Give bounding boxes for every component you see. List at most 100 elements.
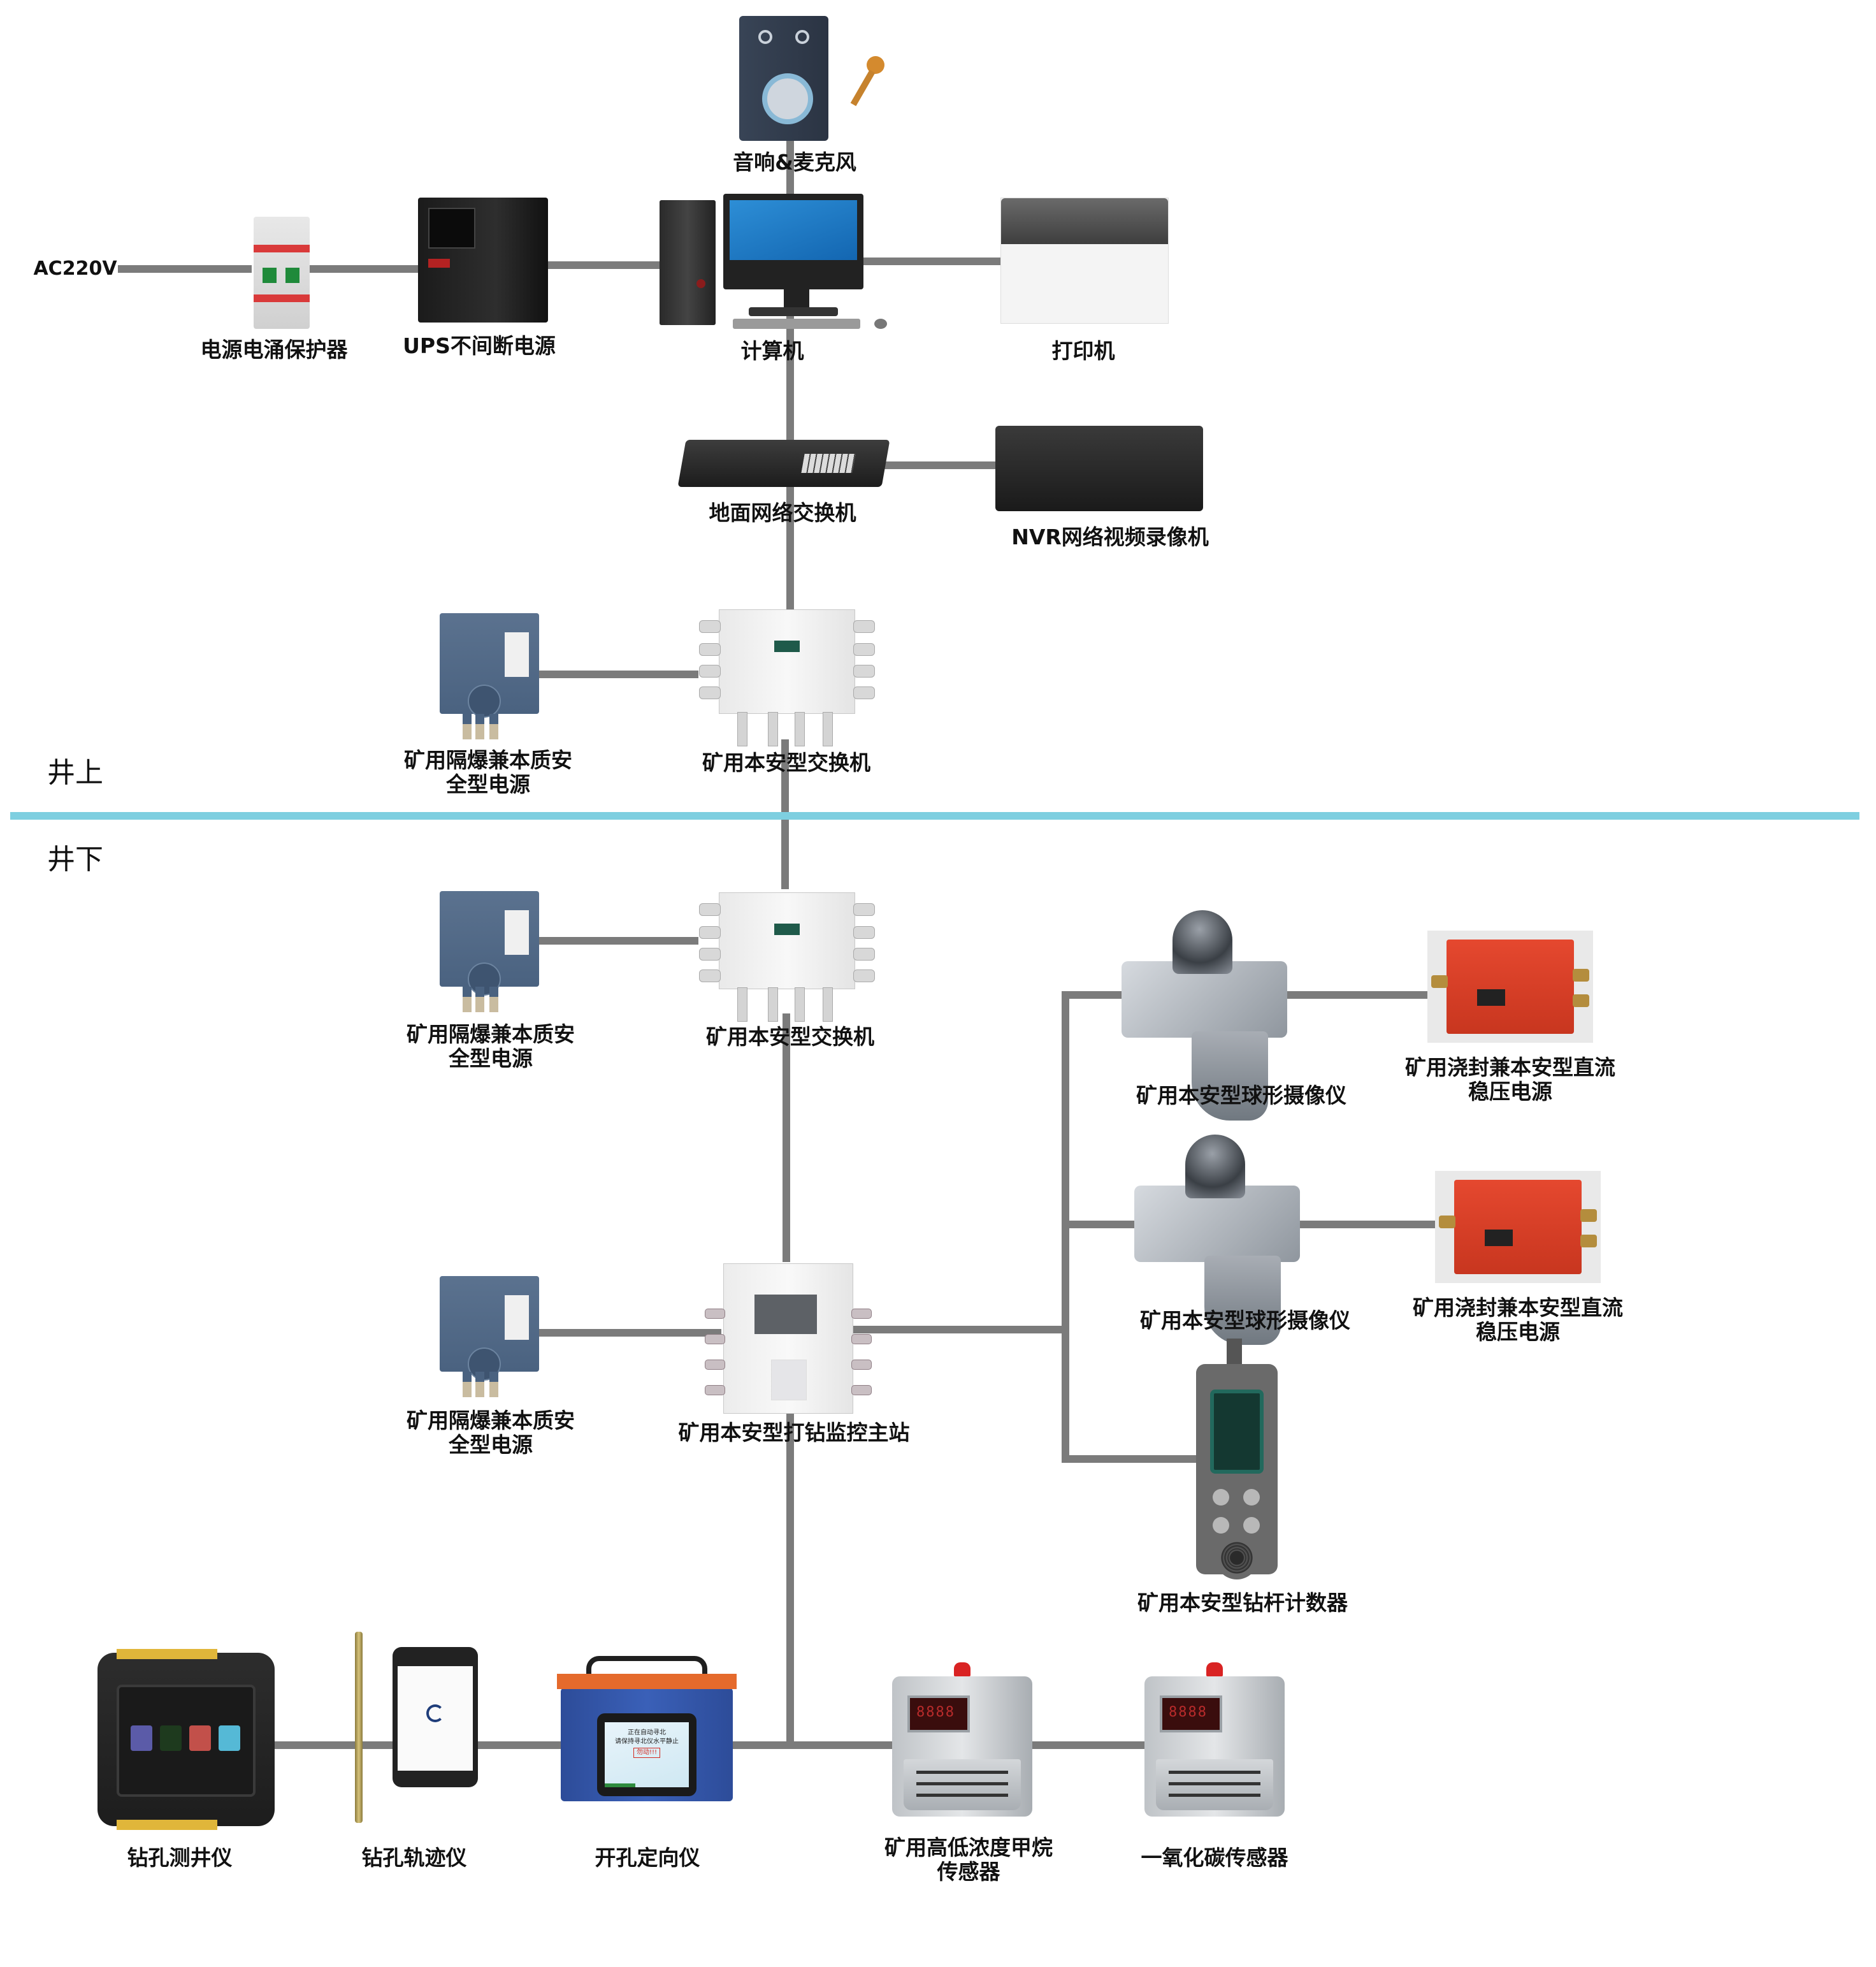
cable-gland	[463, 987, 472, 1012]
mine-psu-station[interactable]	[440, 1276, 539, 1397]
switch-pin	[768, 987, 778, 1022]
ground-network-switch[interactable]	[677, 440, 890, 487]
mine-psu-above[interactable]	[440, 613, 539, 739]
switch-port	[699, 948, 721, 961]
counter-button	[1243, 1489, 1260, 1506]
trajectory-handheld[interactable]	[393, 1647, 478, 1787]
co-display: 8888	[1160, 1695, 1222, 1732]
speaker-tweeter-left-icon	[758, 30, 772, 44]
line-speaker-to-computer	[786, 139, 794, 196]
cable-gland	[1439, 1216, 1455, 1228]
ups-unit[interactable]	[418, 198, 548, 323]
speaker[interactable]	[739, 16, 828, 141]
methane-sensor[interactable]: 8888	[892, 1662, 1032, 1817]
drill-rod-counter[interactable]	[1196, 1339, 1278, 1579]
station-port	[851, 1360, 872, 1370]
hole-orienter[interactable]: 正在自动寻北 请保持寻北仪水平静止 勿动!!!	[557, 1656, 737, 1801]
cable-gland	[1580, 1209, 1597, 1222]
counter-connector	[1227, 1339, 1242, 1364]
borehole-logger-label: 钻孔测井仪	[127, 1845, 233, 1870]
cable-gland	[1573, 994, 1589, 1007]
mine-psu-station-label: 矿用隔爆兼本质安全型电源	[407, 1408, 575, 1457]
computer-monitor[interactable]	[723, 194, 863, 316]
station-port	[705, 1360, 725, 1370]
psu-fan-icon	[468, 962, 501, 996]
alarm-light-icon	[1206, 1662, 1223, 1676]
line-camera2-to-psu2	[1297, 1221, 1437, 1228]
camera-dome-icon	[1185, 1135, 1245, 1198]
zone-divider	[10, 812, 1859, 820]
methane-sensor-label: 矿用高低浓度甲烷传感器	[884, 1835, 1053, 1884]
borehole-logger[interactable]	[97, 1649, 275, 1830]
line-psu-to-station	[539, 1329, 721, 1337]
mine-switch-below[interactable]	[699, 892, 875, 1022]
switch-port	[853, 620, 875, 633]
co-sensor[interactable]: 8888	[1144, 1662, 1285, 1817]
methane-display: 8888	[907, 1695, 970, 1732]
mine-switch-above[interactable]	[699, 609, 875, 746]
psu-nameplate	[505, 1295, 529, 1340]
line-branch-to-camera-1	[1062, 991, 1125, 999]
mine-psu-below[interactable]	[440, 891, 539, 1012]
dc-psu-2[interactable]	[1435, 1171, 1601, 1283]
surge-protector[interactable]	[254, 217, 310, 329]
co-sensor-label: 一氧化碳传感器	[1141, 1845, 1288, 1870]
switch-pin	[768, 712, 778, 746]
dome-camera-1[interactable]	[1122, 910, 1287, 1121]
settings-icon	[131, 1725, 152, 1751]
switch-port	[853, 948, 875, 961]
power-input-label: AC220V	[33, 258, 117, 280]
drill-rod-counter-label: 矿用本安型钻杆计数器	[1137, 1590, 1348, 1615]
station-port	[705, 1334, 725, 1344]
line-switch-to-station	[783, 1013, 790, 1262]
line-ac-to-surge	[118, 265, 252, 273]
dc-psu-nameplate	[1485, 1230, 1513, 1246]
monitor-base	[749, 307, 838, 316]
line-computer-to-printer	[863, 258, 1002, 265]
switch-port	[699, 969, 721, 982]
nvr-recorder[interactable]	[995, 426, 1203, 511]
dc-psu-nameplate	[1477, 989, 1505, 1006]
cable-gland	[1573, 969, 1589, 982]
speaker-mic-label: 音响&麦克风	[733, 150, 856, 175]
power-button-icon	[696, 279, 705, 288]
usb-icon	[189, 1725, 211, 1751]
cable-gland	[1431, 975, 1448, 988]
line-surge-to-ups	[309, 265, 419, 273]
switch-port	[853, 686, 875, 699]
dc-psu-1[interactable]	[1427, 931, 1593, 1043]
orienter-progress-bar	[605, 1783, 635, 1787]
surge-red-band-bottom	[254, 294, 310, 302]
dc-psu-enclosure	[1454, 1180, 1582, 1274]
switch-status-display	[774, 641, 800, 652]
switch-port	[699, 643, 721, 656]
camera-dome-icon	[1172, 910, 1232, 974]
surge-protector-label: 电源电涌保护器	[200, 337, 348, 362]
methane-reading: 8888	[916, 1704, 955, 1720]
drill-monitor-station[interactable]	[705, 1263, 872, 1414]
mine-psu-below-label: 矿用隔爆兼本质安全型电源	[407, 1022, 575, 1071]
mine-switch-above-label: 矿用本安型交换机	[702, 750, 870, 775]
dome-camera-2-label: 矿用本安型球形摄像仪	[1140, 1308, 1350, 1333]
dome-camera-2[interactable]	[1134, 1135, 1300, 1345]
cable-gland	[489, 987, 498, 1012]
computer-tower[interactable]	[660, 200, 716, 325]
app-logo-icon	[426, 1704, 444, 1722]
cable-gland	[489, 714, 498, 739]
line-branch-to-counter	[1062, 1455, 1197, 1463]
switch-pin	[823, 987, 833, 1022]
station-port	[851, 1334, 872, 1344]
cable-gland	[463, 1372, 472, 1397]
borehole-trajectory-label: 钻孔轨迹仪	[361, 1845, 467, 1870]
switch-port	[853, 665, 875, 678]
printer[interactable]	[1000, 198, 1169, 324]
line-branch-to-camera-2	[1062, 1221, 1138, 1228]
orienter-handle	[586, 1656, 707, 1680]
line-psu-to-mine-switch-above	[539, 671, 698, 678]
switch-port	[853, 903, 875, 916]
switch-pin	[795, 987, 805, 1022]
station-port	[851, 1385, 872, 1395]
logger-bumper-top	[117, 1649, 217, 1659]
switch-port	[699, 620, 721, 633]
speaker-tweeter-right-icon	[795, 30, 809, 44]
